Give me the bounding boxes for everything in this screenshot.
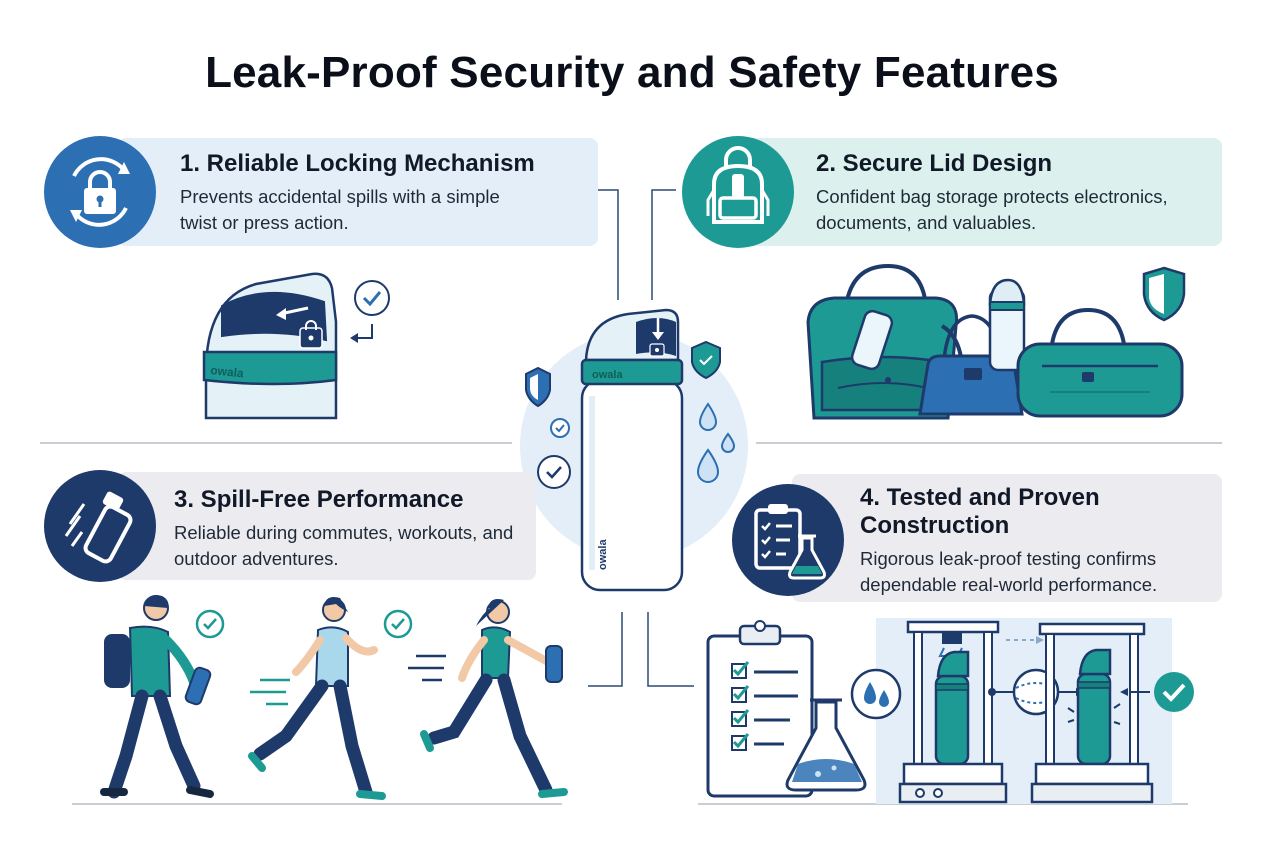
backpack-icon (682, 136, 794, 248)
feature-2-heading: 2. Secure Lid Design (816, 150, 1053, 177)
feature-1-heading: 1. Reliable Locking Mechanism (180, 150, 535, 177)
locking-lid-illustration: owala (202, 272, 390, 420)
feature-2-text: Confident bag storage protects electroni… (816, 186, 1168, 233)
feature-3-text: Reliable during commutes, workouts, and … (174, 522, 514, 569)
feature-4-text: Rigorous leak-proof testing confirms dep… (860, 548, 1158, 595)
feature-1-text: Prevents accidental spills with a simple… (180, 186, 500, 233)
feature-4-heading: 4. Tested and Proven Construction (860, 484, 1100, 539)
feature-card-1: 1. Reliable Locking Mechanism Prevents a… (118, 138, 598, 246)
lid-brand-text: owala (210, 363, 245, 380)
people-illustration (100, 595, 568, 800)
testing-illustration (706, 618, 1194, 804)
bottle-side-text: owala (597, 539, 609, 570)
bags-illustration (806, 263, 1186, 420)
padlock-cycle-icon (44, 136, 156, 248)
feature-3-heading: 3. Spill-Free Performance (174, 486, 464, 513)
feature-card-3: 3. Spill-Free Performance Reliable durin… (118, 472, 536, 580)
feature-card-2: 2. Secure Lid Design Confident bag stora… (742, 138, 1222, 246)
center-bottle-illustration: owala owala (520, 308, 748, 592)
bottle-motion-icon (44, 470, 156, 582)
page-title: Leak-Proof Security and Safety Features (205, 48, 1059, 97)
clipboard-flask-icon (732, 484, 844, 596)
bottle-brand-text: owala (592, 369, 623, 381)
feature-card-4: 4. Tested and Proven Construction Rigoro… (792, 474, 1222, 602)
